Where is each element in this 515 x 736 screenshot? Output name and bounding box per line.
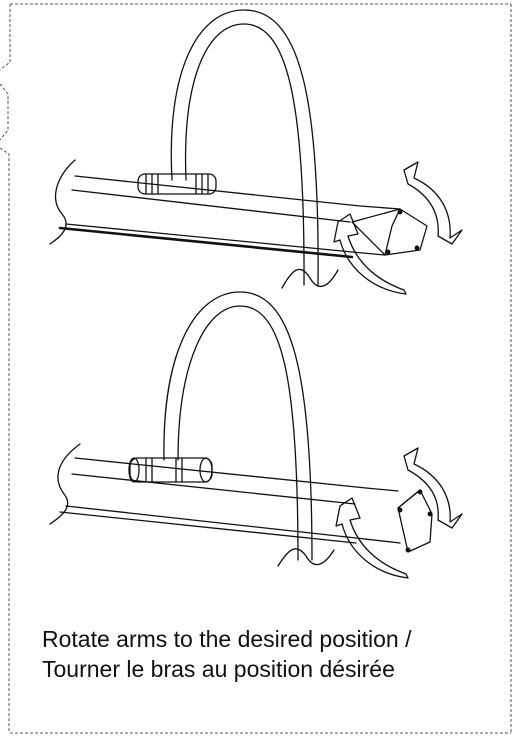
mount-wave bbox=[281, 268, 339, 289]
lamp-bar bbox=[58, 175, 401, 259]
curved-arrow-lower-icon bbox=[335, 497, 409, 579]
curved-arrow-upper-icon bbox=[403, 447, 463, 529]
lamp-arm-rotation-view-2 bbox=[49, 291, 463, 579]
curved-arrow-lower-icon bbox=[333, 213, 407, 295]
swivel-joint bbox=[128, 457, 213, 483]
break-wave bbox=[49, 159, 76, 245]
gooseneck-arch bbox=[170, 9, 319, 286]
dashed-border bbox=[0, 3, 512, 734]
break-wave bbox=[49, 443, 81, 525]
mount-wave bbox=[277, 548, 335, 567]
lamp-bar bbox=[59, 457, 401, 544]
lamp-bar-end-cap bbox=[397, 489, 433, 553]
swivel-joint bbox=[137, 173, 217, 195]
gooseneck-arch bbox=[163, 291, 313, 561]
lamp-bar-end-cap bbox=[351, 208, 428, 256]
instruction-caption: Rotate arms to the desired position / To… bbox=[42, 624, 510, 684]
caption-line-french: Tourner le bras au position désirée bbox=[42, 656, 395, 682]
curved-arrow-upper-icon bbox=[403, 161, 463, 245]
lamp-arm-rotation-view-1 bbox=[49, 9, 463, 295]
caption-line-english: Rotate arms to the desired position / bbox=[42, 626, 412, 652]
